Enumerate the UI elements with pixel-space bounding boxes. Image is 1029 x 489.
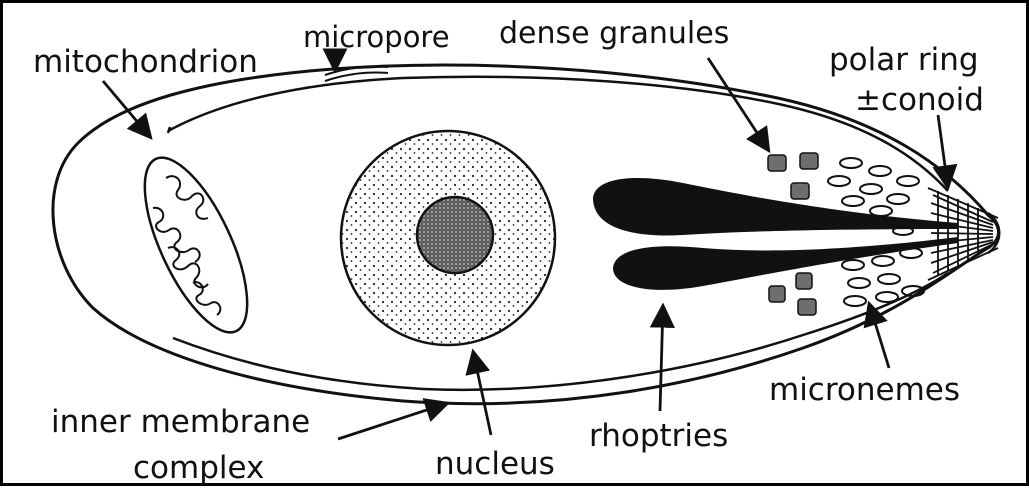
label-inner-membrane: inner membrane (51, 407, 310, 438)
arrow-dense-granules (708, 58, 769, 151)
label-rhoptries: rhoptries (589, 421, 728, 452)
arrow-inner-membrane (338, 403, 448, 439)
label-polar-ring: polar ring (829, 45, 979, 76)
mitochondrion (124, 144, 268, 346)
micronemes (828, 158, 924, 306)
arrow-nucleus (473, 351, 491, 435)
inner-membrane-complex-upper (168, 77, 948, 191)
label-conoid: ±conoid (855, 85, 984, 116)
label-dense-granules: dense granules (499, 19, 729, 49)
label-micropore: micropore (303, 23, 450, 52)
conoid-polar-ring (928, 188, 999, 280)
arrow-rhoptries (660, 305, 663, 411)
nucleus (341, 131, 555, 345)
label-nucleus: nucleus (435, 449, 555, 480)
arrow-polar-ring (938, 115, 948, 188)
arrow-mitochondrion (103, 81, 151, 138)
dense-granules (768, 153, 818, 315)
label-micronemes: micronemes (769, 375, 960, 406)
label-mitochondrion: mitochondrion (33, 47, 258, 78)
label-complex: complex (133, 453, 264, 484)
